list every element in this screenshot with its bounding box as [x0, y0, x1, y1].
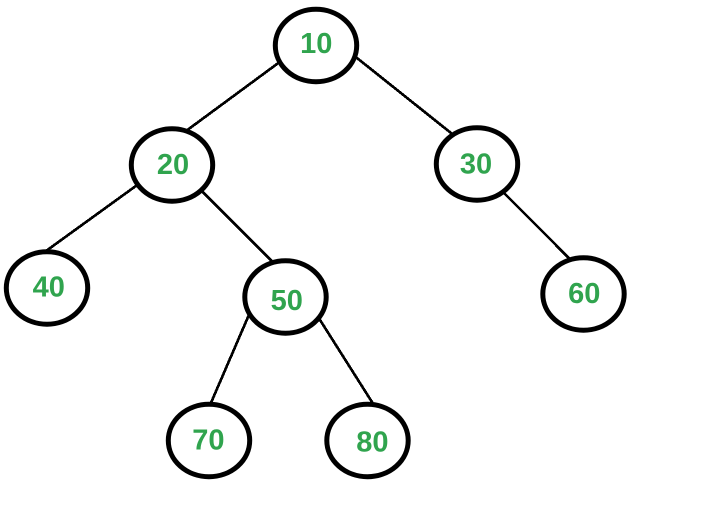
svg-text:30: 30: [460, 148, 492, 180]
svg-text:60: 60: [568, 278, 600, 310]
svg-text:40: 40: [33, 272, 65, 304]
svg-text:70: 70: [192, 425, 224, 457]
svg-text:20: 20: [157, 149, 189, 181]
svg-text:50: 50: [271, 285, 303, 317]
svg-text:10: 10: [300, 28, 332, 60]
svg-text:80: 80: [356, 427, 388, 459]
